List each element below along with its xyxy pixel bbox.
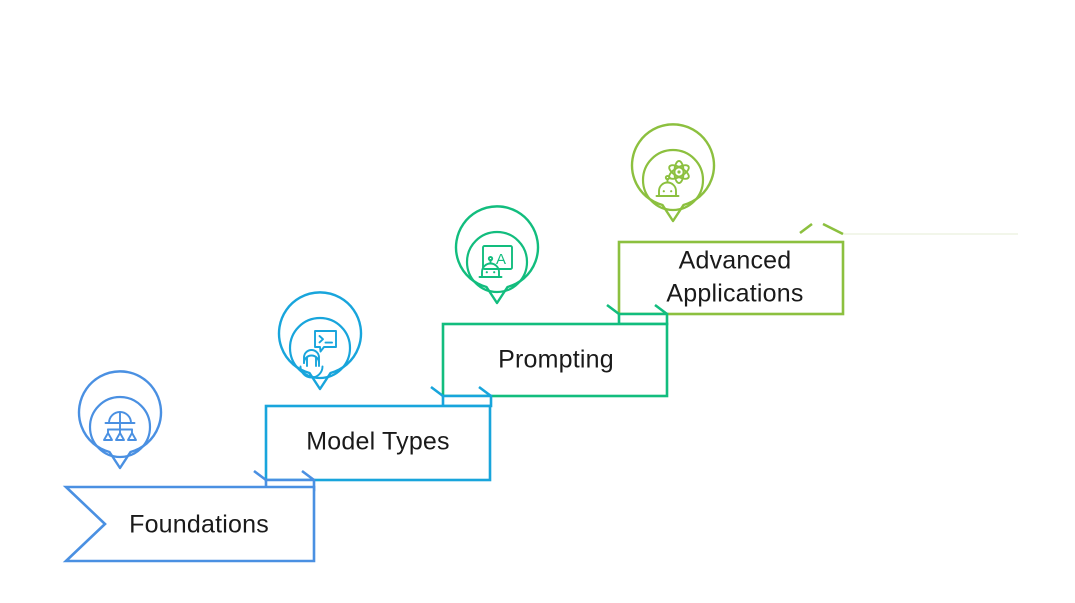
hard-hat-hierarchy-icon: [103, 411, 137, 441]
pin-outer-shape: [454, 205, 540, 305]
step-advanced-applications[interactable]: Advanced Applications: [617, 123, 845, 316]
pin-inner-ring: [465, 230, 529, 294]
pin-inner-ring: [641, 148, 705, 212]
step-fold-top: [799, 222, 844, 236]
svg-text:A: A: [496, 251, 506, 268]
step-box[interactable]: [617, 240, 845, 316]
step-banner[interactable]: [62, 485, 316, 563]
step-pin-marker[interactable]: A: [454, 205, 540, 305]
step-label: Foundations: [129, 511, 269, 539]
person-terminal-chat-icon: [299, 330, 337, 379]
step-pin-marker[interactable]: [630, 123, 716, 223]
step-foundations[interactable]: Foundations: [62, 370, 316, 563]
step-fold-connector: [430, 385, 493, 408]
step-fold-connector: [606, 303, 669, 326]
step-model-types[interactable]: Model Types: [264, 291, 493, 482]
pin-inner-ring: [288, 316, 352, 380]
step-label: Prompting: [498, 346, 614, 374]
step-label-line-1: Advanced: [679, 247, 792, 275]
robot-whiteboard-letter-a-icon: A: [478, 245, 513, 278]
step-prompting[interactable]: A Prompting: [441, 205, 669, 398]
step-pin-marker[interactable]: [277, 291, 363, 391]
step-box[interactable]: [264, 404, 492, 482]
pin-inner-ring: [88, 395, 152, 459]
robot-atom-icon: [655, 160, 690, 197]
step-box[interactable]: [441, 322, 669, 398]
step-label-line-2: Applications: [666, 280, 803, 308]
step-pin-marker[interactable]: [77, 370, 163, 470]
step-label: Model Types: [306, 428, 449, 456]
